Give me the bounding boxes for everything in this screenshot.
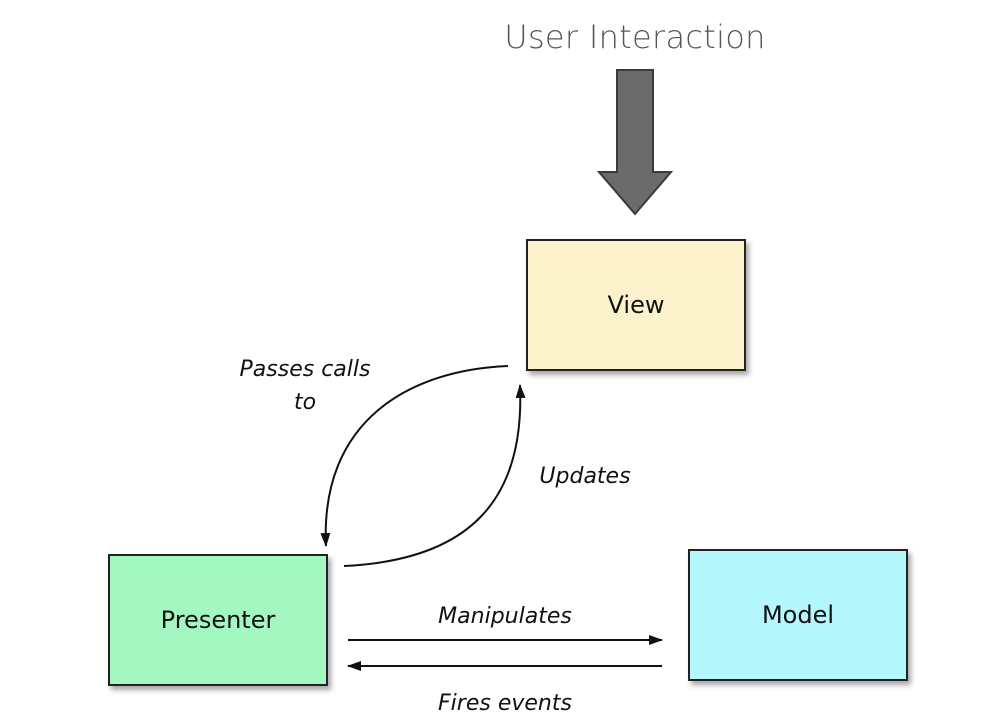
passes-calls-arrow (320, 365, 509, 547)
updates-arrow (343, 384, 526, 567)
view-label: View (607, 291, 665, 319)
fires-events-label: Fires events (438, 691, 572, 716)
presenter-box: Presenter (108, 554, 328, 686)
model-label: Model (761, 601, 835, 629)
model-box: Model (688, 549, 908, 681)
view-box: View (526, 239, 746, 371)
passes-calls-label: Passes calls to (239, 357, 371, 415)
user-interaction-arrow (596, 69, 674, 216)
updates-label: Updates (539, 464, 631, 489)
manipulates-label: Manipulates (438, 604, 572, 629)
user-interaction-title: User Interaction (504, 18, 766, 56)
presenter-label: Presenter (160, 606, 276, 634)
